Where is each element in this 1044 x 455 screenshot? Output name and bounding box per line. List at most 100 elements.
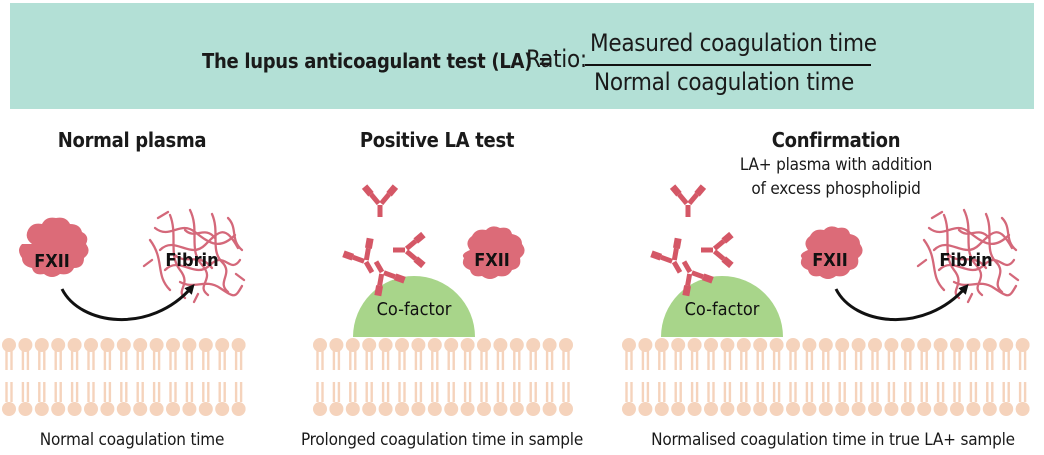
cofactor-dome-confirmation: Co-factor <box>661 276 783 337</box>
fxii-blob-positive: FXII <box>462 226 525 279</box>
phospholipid <box>411 338 426 416</box>
phospholipid <box>100 338 115 416</box>
phospholipid <box>687 338 702 416</box>
phospholipid <box>868 338 882 416</box>
formula-banner: The lupus anticoagulant test (LA) = Rati… <box>10 3 1034 109</box>
confirmation-subtitle-line2: of excess phospholipid <box>751 179 921 199</box>
phospholipid <box>638 338 653 416</box>
panel-title-positive: Positive LA test <box>359 128 515 152</box>
fibrin-mesh-normal: Fibrin <box>142 208 246 304</box>
phospholipid <box>966 338 981 416</box>
phospholipid <box>2 338 16 416</box>
membrane-positive <box>313 338 573 416</box>
panel-title-normal: Normal plasma <box>57 128 207 152</box>
phospholipid <box>933 338 948 416</box>
phospholipid <box>215 338 230 416</box>
cofactor-dome-positive: Co-factor <box>353 276 475 337</box>
cofactor-label-positive: Co-factor <box>377 299 452 320</box>
fxii-blob-confirmation: FXII <box>800 226 863 279</box>
panel-title-confirmation: Confirmation <box>771 128 901 152</box>
phospholipid <box>34 338 49 416</box>
phospholipid <box>917 338 932 416</box>
confirmation-subtitle: LA+ plasma with addition of excess phosp… <box>739 153 933 201</box>
antibody <box>361 184 399 217</box>
phospholipid <box>753 338 768 416</box>
phospholipid <box>802 338 817 416</box>
caption-positive: Prolonged coagulation time in sample <box>300 430 584 450</box>
caption-normal: Normal coagulation time <box>39 430 225 450</box>
phospholipid <box>133 338 148 416</box>
phospholipid <box>982 338 997 416</box>
phospholipid <box>835 338 850 416</box>
phospholipid <box>378 338 393 416</box>
antibody <box>342 237 375 274</box>
fraction-bar <box>585 64 871 66</box>
phospholipid <box>149 338 164 416</box>
phospholipid <box>493 338 508 416</box>
fxii-label-confirmation: FXII <box>812 250 848 271</box>
phospholipid <box>84 338 98 416</box>
caption-confirmation: Normalised coagulation time in true LA+ … <box>651 430 1015 450</box>
formula-denominator: Normal coagulation time <box>594 68 854 96</box>
phospholipid <box>851 338 866 416</box>
phospholipid <box>509 338 524 416</box>
fxii-label-normal: FXII <box>34 251 70 272</box>
phospholipid <box>818 338 833 416</box>
phospholipid <box>1015 338 1030 416</box>
phospholipid <box>313 338 327 416</box>
cofactor-label-confirmation: Co-factor <box>685 299 760 320</box>
phospholipid <box>622 338 636 416</box>
phospholipid <box>18 338 33 416</box>
phospholipid <box>51 338 66 416</box>
formula-test-label: The lupus anticoagulant test (LA) = <box>202 49 553 73</box>
phospholipid <box>444 338 459 416</box>
phospholipid <box>736 338 751 416</box>
fibrin-label-normal: Fibrin <box>165 250 218 271</box>
antibody <box>650 237 683 274</box>
phospholipid <box>460 338 475 416</box>
phospholipid <box>654 338 669 416</box>
phospholipid <box>231 338 246 416</box>
phospholipid <box>182 338 197 416</box>
phospholipid <box>198 338 213 416</box>
phospholipid <box>427 338 442 416</box>
phospholipid <box>329 338 344 416</box>
phospholipid <box>786 338 800 416</box>
antibody <box>393 231 426 269</box>
phospholipid <box>362 338 377 416</box>
fxii-blob-normal: FXII <box>19 217 89 277</box>
fxii-label-positive: FXII <box>474 250 510 271</box>
phospholipid <box>116 338 131 416</box>
antibody <box>373 260 406 297</box>
phospholipid <box>345 338 360 416</box>
phospholipid <box>900 338 915 416</box>
phospholipid <box>542 338 557 416</box>
phospholipid <box>671 338 686 416</box>
formula-numerator: Measured coagulation time <box>590 29 877 57</box>
phospholipid <box>559 338 573 416</box>
phospholipid <box>526 338 541 416</box>
phospholipid <box>67 338 82 416</box>
fibrin-label-confirmation: Fibrin <box>939 250 992 271</box>
antibodies-positive <box>342 184 426 297</box>
membrane-confirmation <box>622 338 1030 416</box>
membrane-normal <box>2 338 246 416</box>
antibodies-confirmation <box>650 184 734 297</box>
arrow-normal <box>60 283 195 321</box>
phospholipid <box>884 338 899 416</box>
formula-ratio-label: Ratio: <box>526 45 587 73</box>
phospholipid <box>950 338 964 416</box>
antibody <box>669 184 707 217</box>
formula: The lupus anticoagulant test (LA) = Rati… <box>10 3 1034 109</box>
phospholipid <box>720 338 735 416</box>
phospholipid <box>395 338 409 416</box>
phospholipid <box>704 338 718 416</box>
phospholipid <box>166 338 180 416</box>
arrow-confirmation <box>834 283 969 321</box>
fibrin-mesh-confirmation: Fibrin <box>916 208 1020 304</box>
antibody <box>681 260 714 297</box>
antibody <box>701 231 734 269</box>
confirmation-subtitle-line1: LA+ plasma with addition <box>739 155 933 175</box>
phospholipid <box>999 338 1014 416</box>
